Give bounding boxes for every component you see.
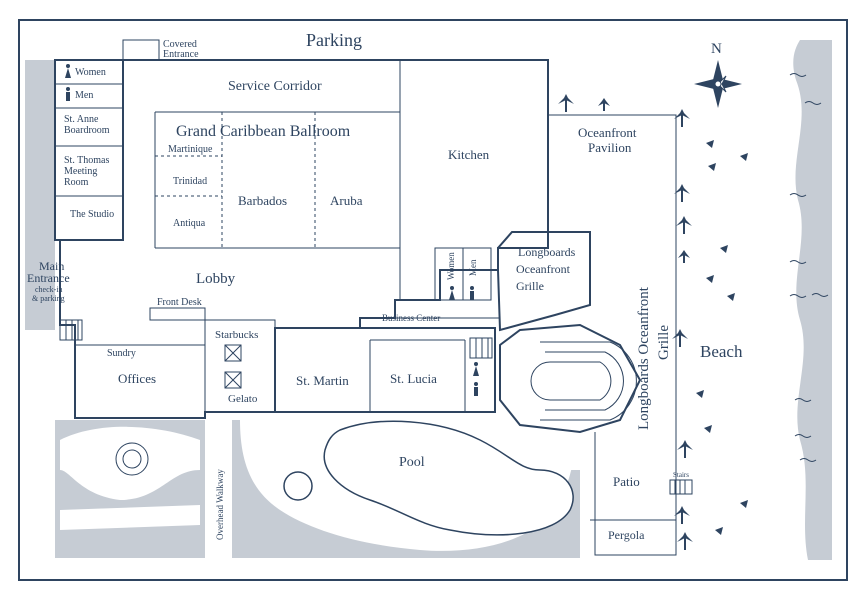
label-longboards-grille: Longboards: [518, 245, 576, 259]
svg-text:& parking: & parking: [32, 294, 65, 303]
covered-entrance-structure: [122, 39, 160, 61]
men-restroom-icon: [474, 382, 478, 396]
grounds-left: [25, 60, 55, 330]
front-desk-counter: [149, 307, 206, 321]
label-pergola: Pergola: [608, 528, 645, 542]
label-business-center: Business Center: [382, 313, 440, 323]
stairs-icon: [59, 319, 83, 341]
label-starbucks: Starbucks: [215, 329, 258, 341]
label-ballroom: Grand Caribbean Ballroom: [176, 123, 351, 140]
amphitheater: [499, 323, 642, 434]
stairs-icon: [669, 479, 693, 495]
label-covered-entrance: Covered: [163, 39, 197, 50]
hot-tub: [283, 471, 313, 501]
palm-tree-icon: [558, 94, 693, 550]
label-sundry: Sundry: [107, 348, 136, 359]
svg-text:Boardroom: Boardroom: [64, 125, 110, 136]
label-women: Women: [75, 67, 106, 78]
label-overhead-walkway: Overhead Walkway: [215, 469, 225, 540]
path-right: [500, 430, 580, 470]
label-st-martin: St. Martin: [296, 373, 349, 388]
elevator-icon: [224, 371, 242, 389]
fountain-plaza: [104, 431, 160, 487]
svg-text:Grille: Grille: [516, 279, 544, 293]
women-restroom-icon: [65, 64, 71, 78]
svg-text:Meeting: Meeting: [64, 166, 97, 177]
wave-marks: [789, 73, 829, 462]
label-antiqua: Antiqua: [173, 218, 206, 229]
label-stairs: Stairs: [673, 471, 689, 479]
label-barbados: Barbados: [238, 193, 287, 208]
label-parking: Parking: [306, 30, 362, 50]
label-front-desk: Front Desk: [157, 297, 202, 308]
label-men-2: Men: [468, 259, 478, 276]
ocean-area: [793, 40, 832, 560]
oceanfront-pavilion-area: [548, 114, 677, 556]
longboards-grille-building: [497, 231, 591, 332]
label-service-corridor: Service Corridor: [228, 79, 322, 94]
beach-umbrella-icon: [696, 140, 748, 535]
label-beach: Beach: [700, 342, 743, 361]
svg-text:Entrance: Entrance: [163, 49, 199, 60]
svg-text:Grille: Grille: [656, 325, 672, 360]
men-restroom-icon: [470, 286, 474, 300]
men-restroom-icon: [66, 87, 70, 101]
walkway-overhead: [205, 418, 232, 558]
label-st-lucia: St. Lucia: [390, 371, 437, 386]
women-restroom-icon: [449, 286, 455, 300]
pool-shape: [323, 420, 574, 536]
label-st-anne: St. Anne: [64, 114, 99, 125]
walkway-bottom: [60, 505, 200, 530]
label-longboards-vertical: Longboards Oceanfront: [636, 286, 652, 430]
fountain: [115, 442, 149, 476]
compass-rose-icon: [694, 60, 742, 108]
label-women-2: Women: [446, 252, 456, 280]
label-compass-n: N: [711, 41, 722, 57]
label-trinidad: Trinidad: [173, 176, 207, 187]
label-main-entrance: Main: [39, 259, 64, 273]
svg-text:check-in: check-in: [35, 285, 63, 294]
label-st-thomas: St. Thomas: [64, 155, 109, 166]
label-patio: Patio: [613, 474, 640, 489]
label-pool: Pool: [399, 455, 425, 470]
elevator-icon: [224, 344, 242, 362]
label-martinique: Martinique: [168, 144, 213, 155]
svg-text:Entrance: Entrance: [27, 271, 70, 285]
label-aruba: Aruba: [330, 193, 363, 208]
label-lobby: Lobby: [196, 271, 236, 287]
label-men: Men: [75, 90, 93, 101]
svg-text:Pavilion: Pavilion: [588, 140, 632, 155]
svg-text:Room: Room: [64, 177, 89, 188]
svg-text:Oceanfront: Oceanfront: [516, 262, 571, 276]
stairs-icon: [469, 337, 493, 359]
label-offices: Offices: [118, 371, 156, 386]
women-restroom-icon: [473, 362, 479, 376]
label-kitchen: Kitchen: [448, 147, 490, 162]
label-gelato: Gelato: [228, 393, 258, 405]
label-oceanfront-pavilion: Oceanfront: [578, 125, 637, 140]
label-studio: The Studio: [70, 209, 114, 220]
